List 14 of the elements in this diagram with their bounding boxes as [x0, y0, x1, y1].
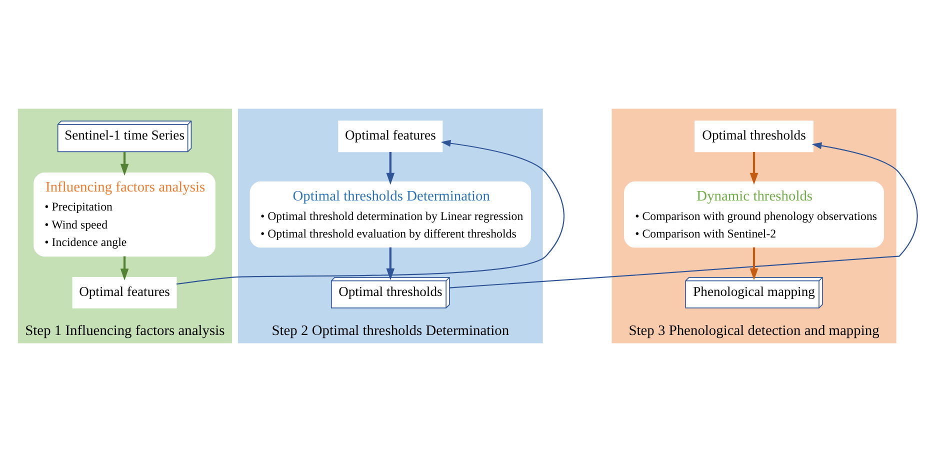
node-box: Dynamic thresholds • Comparison with ground phenology observations • Comparison with Sentinel-2 — [624, 180, 884, 248]
arrow — [176, 139, 565, 284]
arrow — [120, 256, 129, 280]
arrow — [750, 246, 758, 280]
node-box: Optimal thresholds — [694, 120, 814, 152]
node-box: Optimal features — [72, 276, 177, 308]
arrow — [750, 151, 758, 184]
arrow — [386, 246, 395, 280]
node-box: Optimal features — [338, 120, 443, 152]
node-box: Influencing factors analysis • Precipitation • Wind speed • Incidence angle — [34, 172, 216, 256]
node-box: Optimal thresholds Determination • Optimal threshold determination by Linear regression • Optimal threshold evaluation by different thresholds — [250, 180, 532, 248]
arrow — [386, 151, 395, 184]
arrow — [120, 151, 129, 176]
arrow — [450, 142, 918, 288]
